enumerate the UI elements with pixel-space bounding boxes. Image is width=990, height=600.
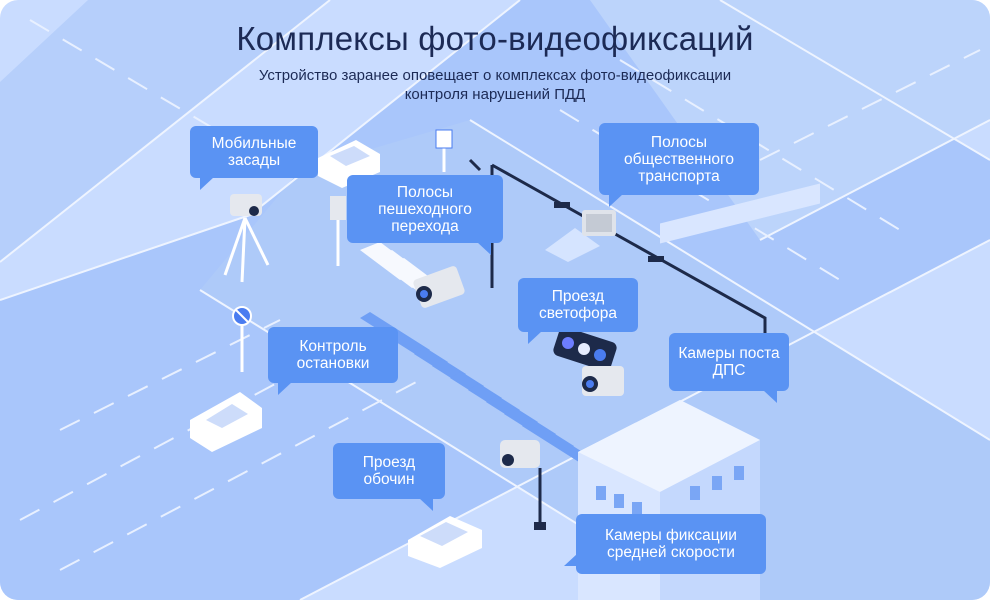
label-public-transport-lanes: Полосы общественного транспорта	[599, 123, 759, 207]
label-stop-control: Контроль остановки	[268, 327, 398, 395]
label-pedestrian-lanes: Полосы пешеходного перехода	[347, 175, 503, 255]
camera-icon	[582, 366, 624, 396]
speed-camera-pole	[500, 440, 546, 530]
road-sign-icon	[330, 196, 346, 266]
label-shoulder-driving: Проезд обочин	[333, 443, 445, 511]
label-dps-post: Камеры поста ДПС	[669, 333, 789, 403]
pedestrian-sign-icon	[435, 129, 453, 172]
label-average-speed: Камеры фиксации средней скорости	[564, 514, 766, 574]
lane-markings	[19, 19, 981, 571]
road-sign-icon	[232, 306, 252, 372]
mobile-camera-tripod	[223, 194, 270, 283]
background-road-right	[590, 0, 990, 240]
bus-lane-marking	[545, 228, 600, 262]
label-mobile-ambush: Мобильные засады	[190, 126, 318, 190]
car-icon	[408, 516, 482, 568]
camera-icon	[413, 266, 465, 308]
page-subtitle: Устройство заранее оповещает о комплекса…	[258, 67, 732, 103]
page-title: Комплексы фото-видеофиксаций	[236, 20, 754, 57]
label-traffic-light: Проезд светофора	[518, 278, 638, 344]
car-icon	[190, 392, 262, 452]
gantry-sensor-1	[554, 202, 570, 208]
camera-icon	[582, 210, 616, 236]
traffic-light-icon	[553, 327, 617, 371]
gantry-sensor-2	[648, 256, 664, 262]
